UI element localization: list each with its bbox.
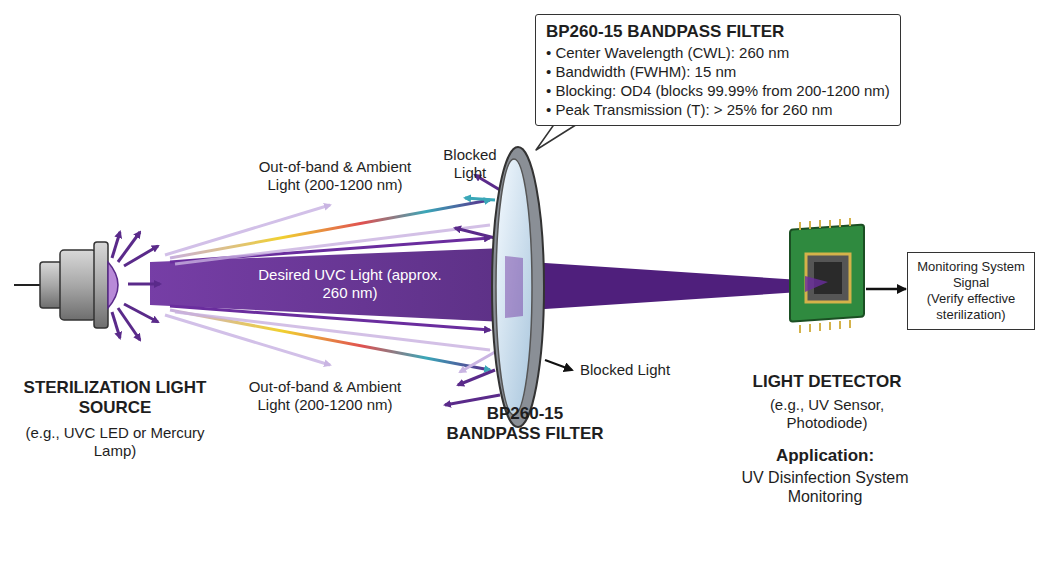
light-detector-chip: LIGHT DETECTOR(e.g., UV Sensor, Photodio… xyxy=(790,226,864,326)
filter-heading: BP260-15 BANDPASS FILTER xyxy=(440,404,610,445)
monitor-note: (Verify effective sterilization) xyxy=(912,291,1030,323)
blocked-light-label: Blocked Light xyxy=(580,361,700,379)
callout-title: BP260-15 BANDPASS FILTER xyxy=(546,21,890,43)
signal-arrow xyxy=(866,288,906,291)
spec-callout-box: BP260-15 BANDPASS FILTER• Center Wavelen… xyxy=(535,14,901,126)
beam-label: Desired UVC Light (approx. 260 nm) xyxy=(255,266,445,302)
ambient-light-label: Out-of-band & Ambient Light (200-1200 nm… xyxy=(255,158,415,194)
spec-bullet: • Bandwidth (FWHM): 15 nm xyxy=(546,62,890,81)
blocked-light-label: Blocked Light xyxy=(425,146,515,182)
application-heading: Application: xyxy=(735,446,915,466)
ambient-light-label: Out-of-band & Ambient Light (200-1200 nm… xyxy=(240,378,410,414)
source-subtitle: (e.g., UVC LED or Mercury Lamp) xyxy=(10,424,220,460)
application-text: UV Disinfection System Monitoring xyxy=(735,468,915,506)
monitor-title: Monitoring System Signal xyxy=(912,259,1030,291)
spec-bullet: • Peak Transmission (T): > 25% for 260 n… xyxy=(546,100,890,119)
spec-bullet: • Center Wavelength (CWL): 260 nm xyxy=(546,43,890,62)
spec-bullet: • Blocking: OD4 (blocks 99.99% from 200-… xyxy=(546,81,890,100)
monitoring-box: Monitoring System Signal(Verify effectiv… xyxy=(907,252,1035,330)
source-heading: STERILIZATION LIGHT SOURCE xyxy=(10,378,220,419)
detector-heading: LIGHT DETECTOR xyxy=(730,372,924,392)
detector-subtitle: (e.g., UV Sensor, Photodiode) xyxy=(730,396,924,432)
